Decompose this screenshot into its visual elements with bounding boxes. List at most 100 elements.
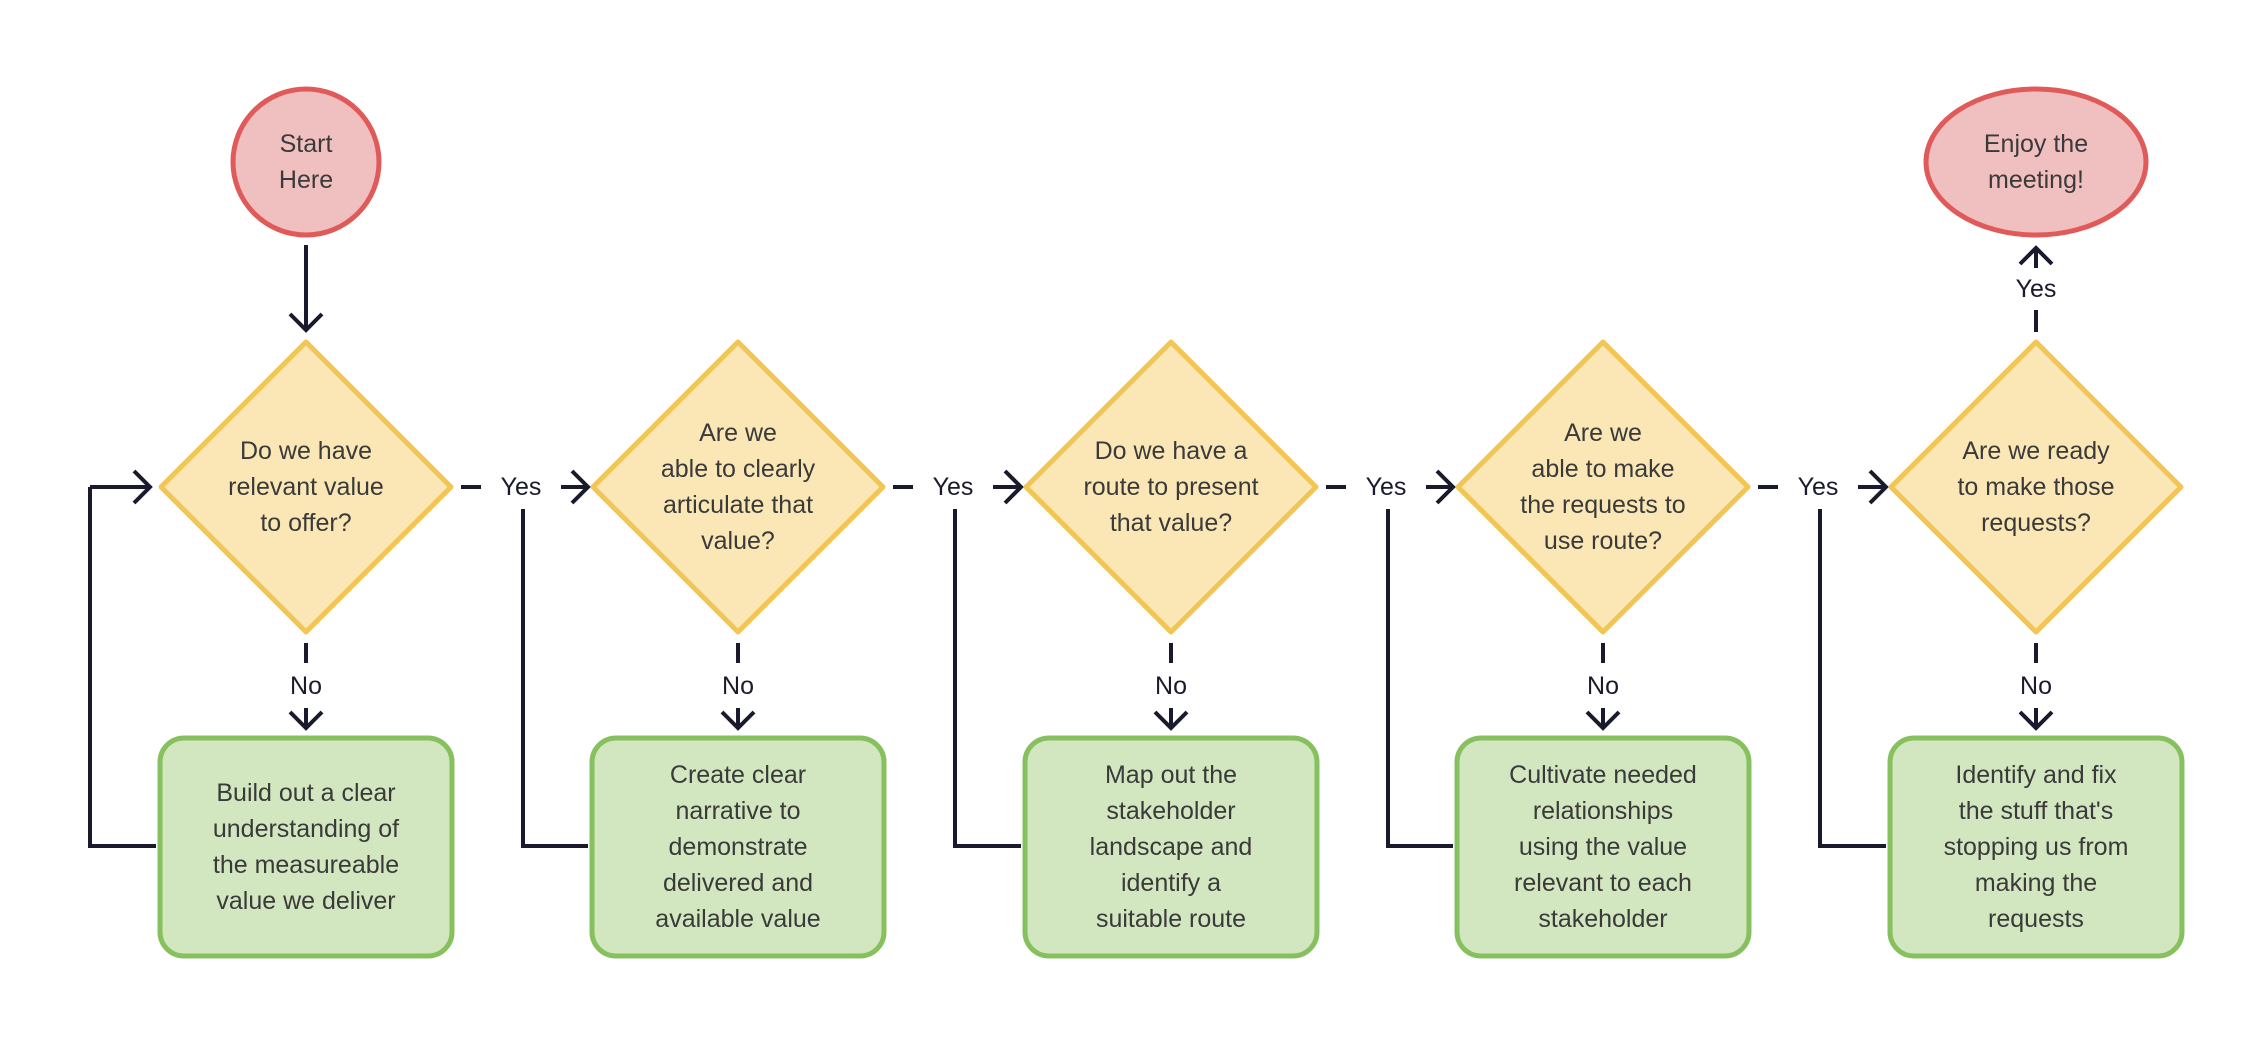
action-text-line: using the value <box>1519 833 1687 861</box>
decision-text-line: relevant value <box>228 473 384 501</box>
decision-node: Do we have a route to present that value? <box>1023 339 1319 635</box>
action-box <box>589 735 887 959</box>
action-text-line: Identify and fix <box>1955 761 2117 789</box>
edge-label-yes: Yes <box>1798 473 1839 501</box>
action-text-line: understanding of <box>213 815 399 843</box>
decision-text: Do we have a route to present that value? <box>1083 437 1258 537</box>
arrowhead-icon <box>1585 710 1621 731</box>
decision-diamond <box>158 339 454 635</box>
action-text-line: stopping us from <box>1944 833 2129 861</box>
action-text-line: Build out a clear <box>216 779 395 807</box>
decision-text-line: the requests to <box>1520 491 1685 519</box>
edge-loopback <box>1386 509 1453 848</box>
action-node: Cultivate needed relationships using the v… <box>1454 735 1752 959</box>
decision-text-line: to offer? <box>260 509 351 537</box>
end-node-text-line: meeting! <box>1988 166 2084 194</box>
arrowhead-icon <box>288 710 324 731</box>
decision-text: Do we have relevant value to offer? <box>228 437 384 537</box>
action-box <box>1022 735 1320 959</box>
action-text-line: available value <box>655 905 820 933</box>
action-text-line: the stuff that's <box>1959 797 2113 825</box>
decision-text: Are we able to make the requests to use rou… <box>1520 419 1685 555</box>
start-node-text-line: Start <box>280 130 333 158</box>
action-text-line: stakeholder <box>1538 905 1667 933</box>
action-text-line: relevant to each <box>1514 869 1692 897</box>
decision-text-line: able to clearly <box>661 455 816 483</box>
arrowhead-icon <box>570 469 591 505</box>
action-text-line: landscape and <box>1090 833 1253 861</box>
arrowhead-icon <box>132 469 153 505</box>
edge-loopback <box>953 509 1021 848</box>
decision-text-line: use route? <box>1544 527 1662 555</box>
action-text-line: demonstrate <box>669 833 808 861</box>
action-text-line: the measureable <box>213 851 399 879</box>
edge-loopback <box>88 509 156 848</box>
decision-text-line: Are we <box>1564 419 1642 447</box>
action-box <box>157 735 455 959</box>
decision-text-line: Do we have <box>240 437 372 465</box>
action-text: Build out a clear understanding of the mea… <box>213 779 399 915</box>
action-node: Identify and fix the stuff that's stopping… <box>1887 735 2185 959</box>
action-text-line: identify a <box>1121 869 1221 897</box>
action-box <box>1887 735 2185 959</box>
decision-text-line: route to present <box>1083 473 1258 501</box>
arrowhead-icon <box>1435 469 1456 505</box>
action-text-line: making the <box>1975 869 2097 897</box>
decision-diamond <box>1023 339 1319 635</box>
decision-diamond <box>590 339 886 635</box>
decision-text: Are we able to clearly articulate that valu… <box>661 419 816 555</box>
decision-text-line: Are we ready <box>1962 437 2110 465</box>
edge-label-no: No <box>722 672 754 700</box>
arrowhead-icon <box>1868 469 1889 505</box>
action-text-line: stakeholder <box>1106 797 1235 825</box>
decision-text-line: able to make <box>1531 455 1674 483</box>
action-text-line: requests <box>1988 905 2084 933</box>
arrowhead-icon <box>2018 245 2054 266</box>
action-node: Map out the stakeholder landscape and ident… <box>1022 735 1320 959</box>
arrowhead-icon <box>2018 710 2054 731</box>
end-node-text: Enjoy the meeting! <box>1984 130 2088 194</box>
decision-text: Are we ready to make those requests? <box>1957 437 2114 537</box>
action-text-line: value we deliver <box>216 887 395 915</box>
action-text-line: Cultivate needed <box>1509 761 1697 789</box>
action-text: Cultivate needed relationships using the v… <box>1509 761 1697 933</box>
action-text-line: Map out the <box>1105 761 1237 789</box>
edge-label-yes: Yes <box>933 473 974 501</box>
action-text-line: Create clear <box>670 761 806 789</box>
decision-text-line: value? <box>701 527 775 555</box>
action-text-line: delivered and <box>663 869 813 897</box>
decision-text-line: articulate that <box>663 491 813 519</box>
edge-label-no: No <box>1155 672 1187 700</box>
decision-node: Do we have relevant value to offer? <box>158 339 454 635</box>
action-text-line: suitable route <box>1096 905 1246 933</box>
decision-text-line: to make those <box>1957 473 2114 501</box>
edge-loopback <box>1818 509 1886 848</box>
decision-text-line: Are we <box>699 419 777 447</box>
action-text-line: relationships <box>1533 797 1673 825</box>
decision-diamond <box>1888 339 2184 635</box>
decision-node: Are we able to clearly articulate that valu… <box>590 339 886 635</box>
end-node-shape <box>1923 86 2149 238</box>
decision-text-line: that value? <box>1110 509 1232 537</box>
decision-node: Are we ready to make those requests? <box>1888 339 2184 635</box>
end-node: Enjoy the meeting! <box>1923 86 2149 238</box>
edge-loopback <box>521 509 588 848</box>
action-text: Map out the stakeholder landscape and ident… <box>1090 761 1253 933</box>
decision-diamond <box>1455 339 1751 635</box>
decision-text-line: Do we have a <box>1095 437 1248 465</box>
arrowhead-icon <box>720 710 756 731</box>
arrowhead-icon <box>1003 469 1024 505</box>
edge-label-no: No <box>1587 672 1619 700</box>
action-text: Identify and fix the stuff that's stopping… <box>1944 761 2129 933</box>
end-node-text-line: Enjoy the <box>1984 130 2088 158</box>
arrowhead-icon <box>288 312 324 333</box>
action-box <box>1454 735 1752 959</box>
edge-label-yes: Yes <box>1366 473 1407 501</box>
start-node-shape <box>230 86 382 238</box>
decision-text-line: requests? <box>1981 509 2091 537</box>
action-node: Build out a clear understanding of the mea… <box>157 735 455 959</box>
